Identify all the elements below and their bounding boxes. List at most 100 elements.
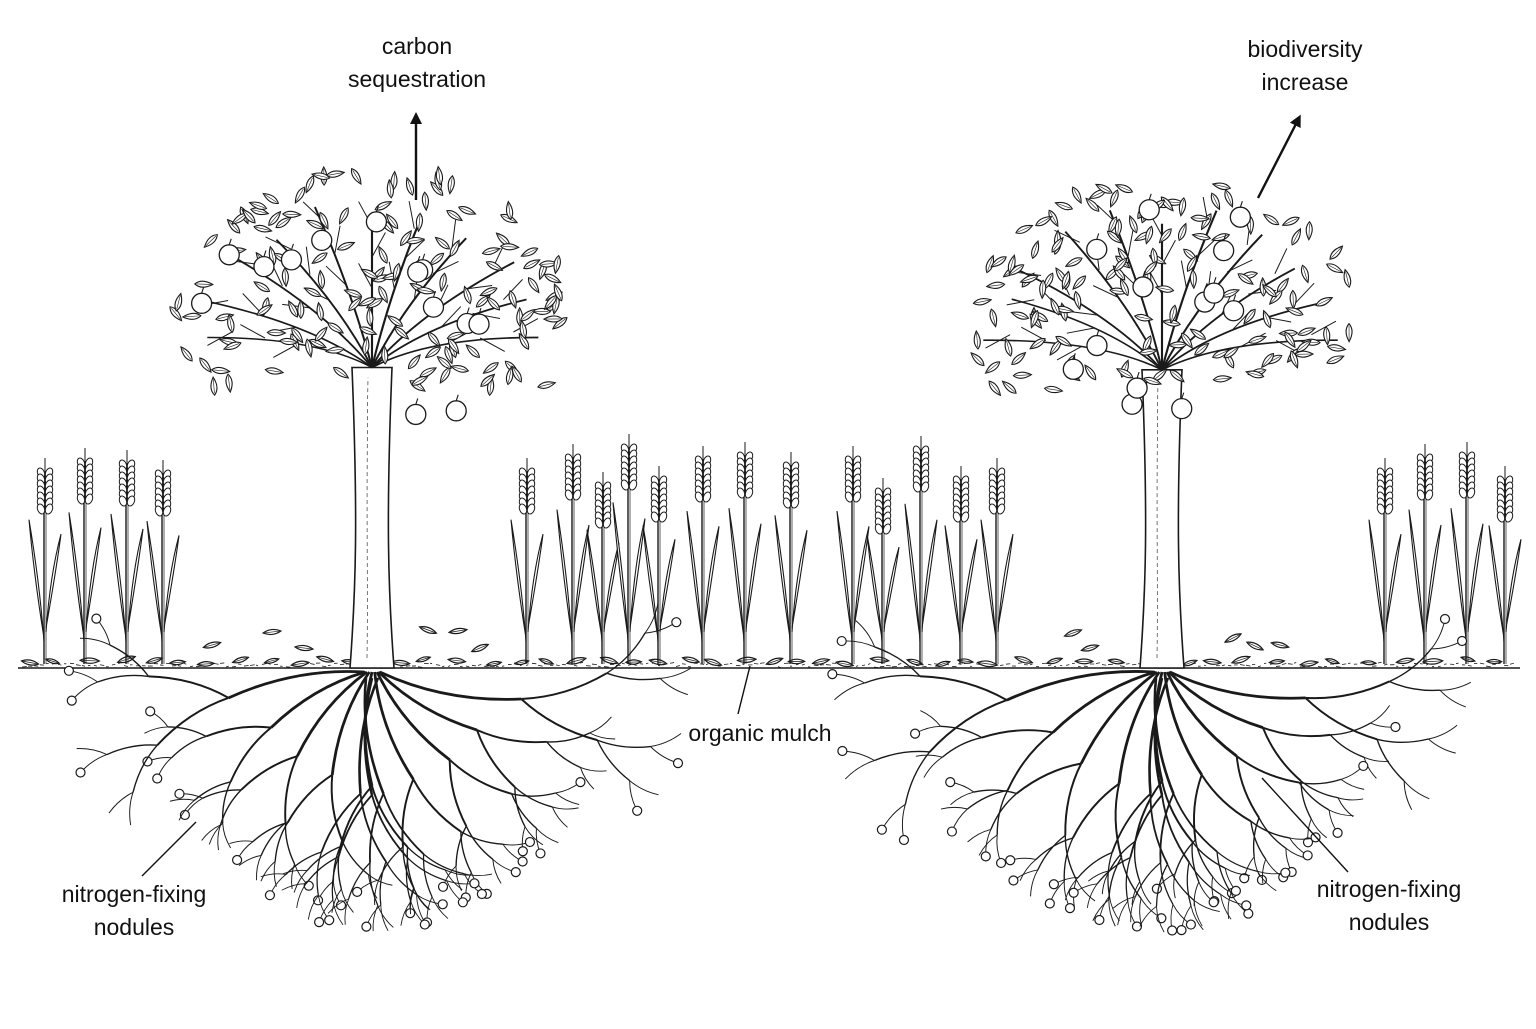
root-branch	[133, 745, 157, 792]
root-nodule	[67, 696, 76, 705]
tree-leaf	[1054, 200, 1073, 212]
mulch-leaf	[870, 656, 889, 663]
tree-leaf	[198, 356, 214, 374]
root-branch	[98, 675, 149, 682]
wheat-plant	[111, 450, 143, 664]
tree-leaf	[1070, 186, 1084, 205]
mulch-leaf	[1396, 657, 1414, 665]
root-branch	[149, 676, 229, 697]
tree-fruit	[423, 291, 443, 317]
root-branch	[261, 861, 275, 881]
wheat-plant	[945, 466, 977, 664]
root-branch	[1165, 672, 1202, 775]
root-nodule	[1006, 856, 1015, 865]
tree-leaf	[522, 257, 541, 271]
mulch-leaf	[169, 660, 185, 666]
root-branch	[941, 807, 968, 809]
root-branch	[920, 711, 940, 727]
nodules-right-line1: nitrogen-fixing	[1289, 873, 1489, 906]
root-branch	[920, 676, 1007, 700]
root-branch	[1299, 783, 1329, 810]
root-branch	[229, 671, 365, 697]
root-branch	[1031, 870, 1038, 896]
root-branch	[1428, 739, 1455, 753]
root-branch	[1151, 794, 1168, 865]
root-branch	[144, 727, 168, 733]
root-branch	[1371, 705, 1390, 723]
root-branch	[1329, 810, 1354, 816]
tree-leaf	[552, 255, 561, 274]
mulch-leaf	[539, 657, 554, 666]
root-branch	[378, 905, 394, 927]
tree-leaf	[1281, 215, 1300, 228]
root-branch	[256, 855, 261, 880]
mulch-leaf	[1271, 640, 1290, 649]
tree-leaf	[1223, 189, 1235, 208]
tree-leaf	[253, 279, 271, 294]
tree-fruit	[1224, 295, 1244, 321]
root-nodule	[76, 768, 85, 777]
tree-leaf	[1013, 372, 1031, 379]
tree-leaf	[988, 308, 998, 327]
root-nodule	[353, 887, 362, 896]
wheat-plant	[1489, 466, 1521, 664]
root-branch	[552, 807, 578, 809]
mulch-leaf	[471, 642, 489, 654]
mulch-leaf	[316, 655, 334, 664]
root-branch	[1161, 863, 1173, 905]
root-branch	[916, 755, 942, 757]
root-branch	[1330, 735, 1364, 757]
root-nodule	[911, 729, 920, 738]
root-nodule	[1303, 851, 1312, 860]
root-branch	[902, 804, 905, 840]
root-branch	[370, 794, 384, 863]
tree-leaf	[1306, 222, 1313, 240]
root-nodule	[1440, 614, 1449, 623]
root-nodule	[1209, 898, 1218, 907]
tree-leaf	[404, 177, 415, 196]
root-nodule	[175, 789, 184, 798]
mulch-leaf	[1108, 658, 1125, 665]
root-nodule	[1069, 888, 1078, 897]
wheat-plant	[687, 446, 719, 664]
nodules-left-line2: nodules	[34, 911, 234, 944]
mulch-leaf	[1081, 643, 1100, 653]
tree-leaf	[1028, 336, 1046, 351]
root-branch	[370, 863, 378, 906]
tree-leaf	[1134, 313, 1153, 322]
mulch-leaf	[80, 658, 99, 664]
tree-leaf	[482, 246, 501, 257]
root-nodule	[877, 825, 886, 834]
root-branch	[1118, 901, 1128, 925]
root-branch	[461, 832, 503, 845]
tree-leaf	[1190, 270, 1197, 288]
root-branch	[1168, 864, 1195, 900]
mulch-leaf	[737, 657, 756, 663]
root-branch	[556, 793, 580, 805]
tree-leaf	[359, 325, 378, 337]
wheat-plant	[643, 466, 675, 664]
tree-leaf	[1209, 192, 1222, 211]
tree-leaf	[450, 363, 469, 373]
root-nodule	[1049, 880, 1058, 889]
tree-leaf	[1262, 212, 1280, 227]
root-branch	[107, 745, 157, 755]
tree-leaf	[526, 276, 541, 294]
root-branch	[157, 698, 228, 745]
tree-leaf	[336, 240, 355, 252]
tree-trunk	[350, 368, 394, 669]
root-branch	[130, 792, 133, 825]
root-branch	[1020, 859, 1036, 880]
root-branch	[317, 852, 321, 895]
root-branch	[660, 678, 688, 694]
root-branch	[905, 752, 929, 804]
tree-leaf	[543, 272, 562, 285]
root-branch	[1065, 763, 1081, 835]
root-nodule	[536, 849, 545, 858]
root-nodule	[1231, 886, 1240, 895]
tree-leaf	[283, 211, 301, 218]
root-branch	[1073, 784, 1119, 838]
root-nodule	[576, 778, 585, 787]
root-branch	[1109, 896, 1119, 921]
root-branch	[865, 675, 920, 683]
